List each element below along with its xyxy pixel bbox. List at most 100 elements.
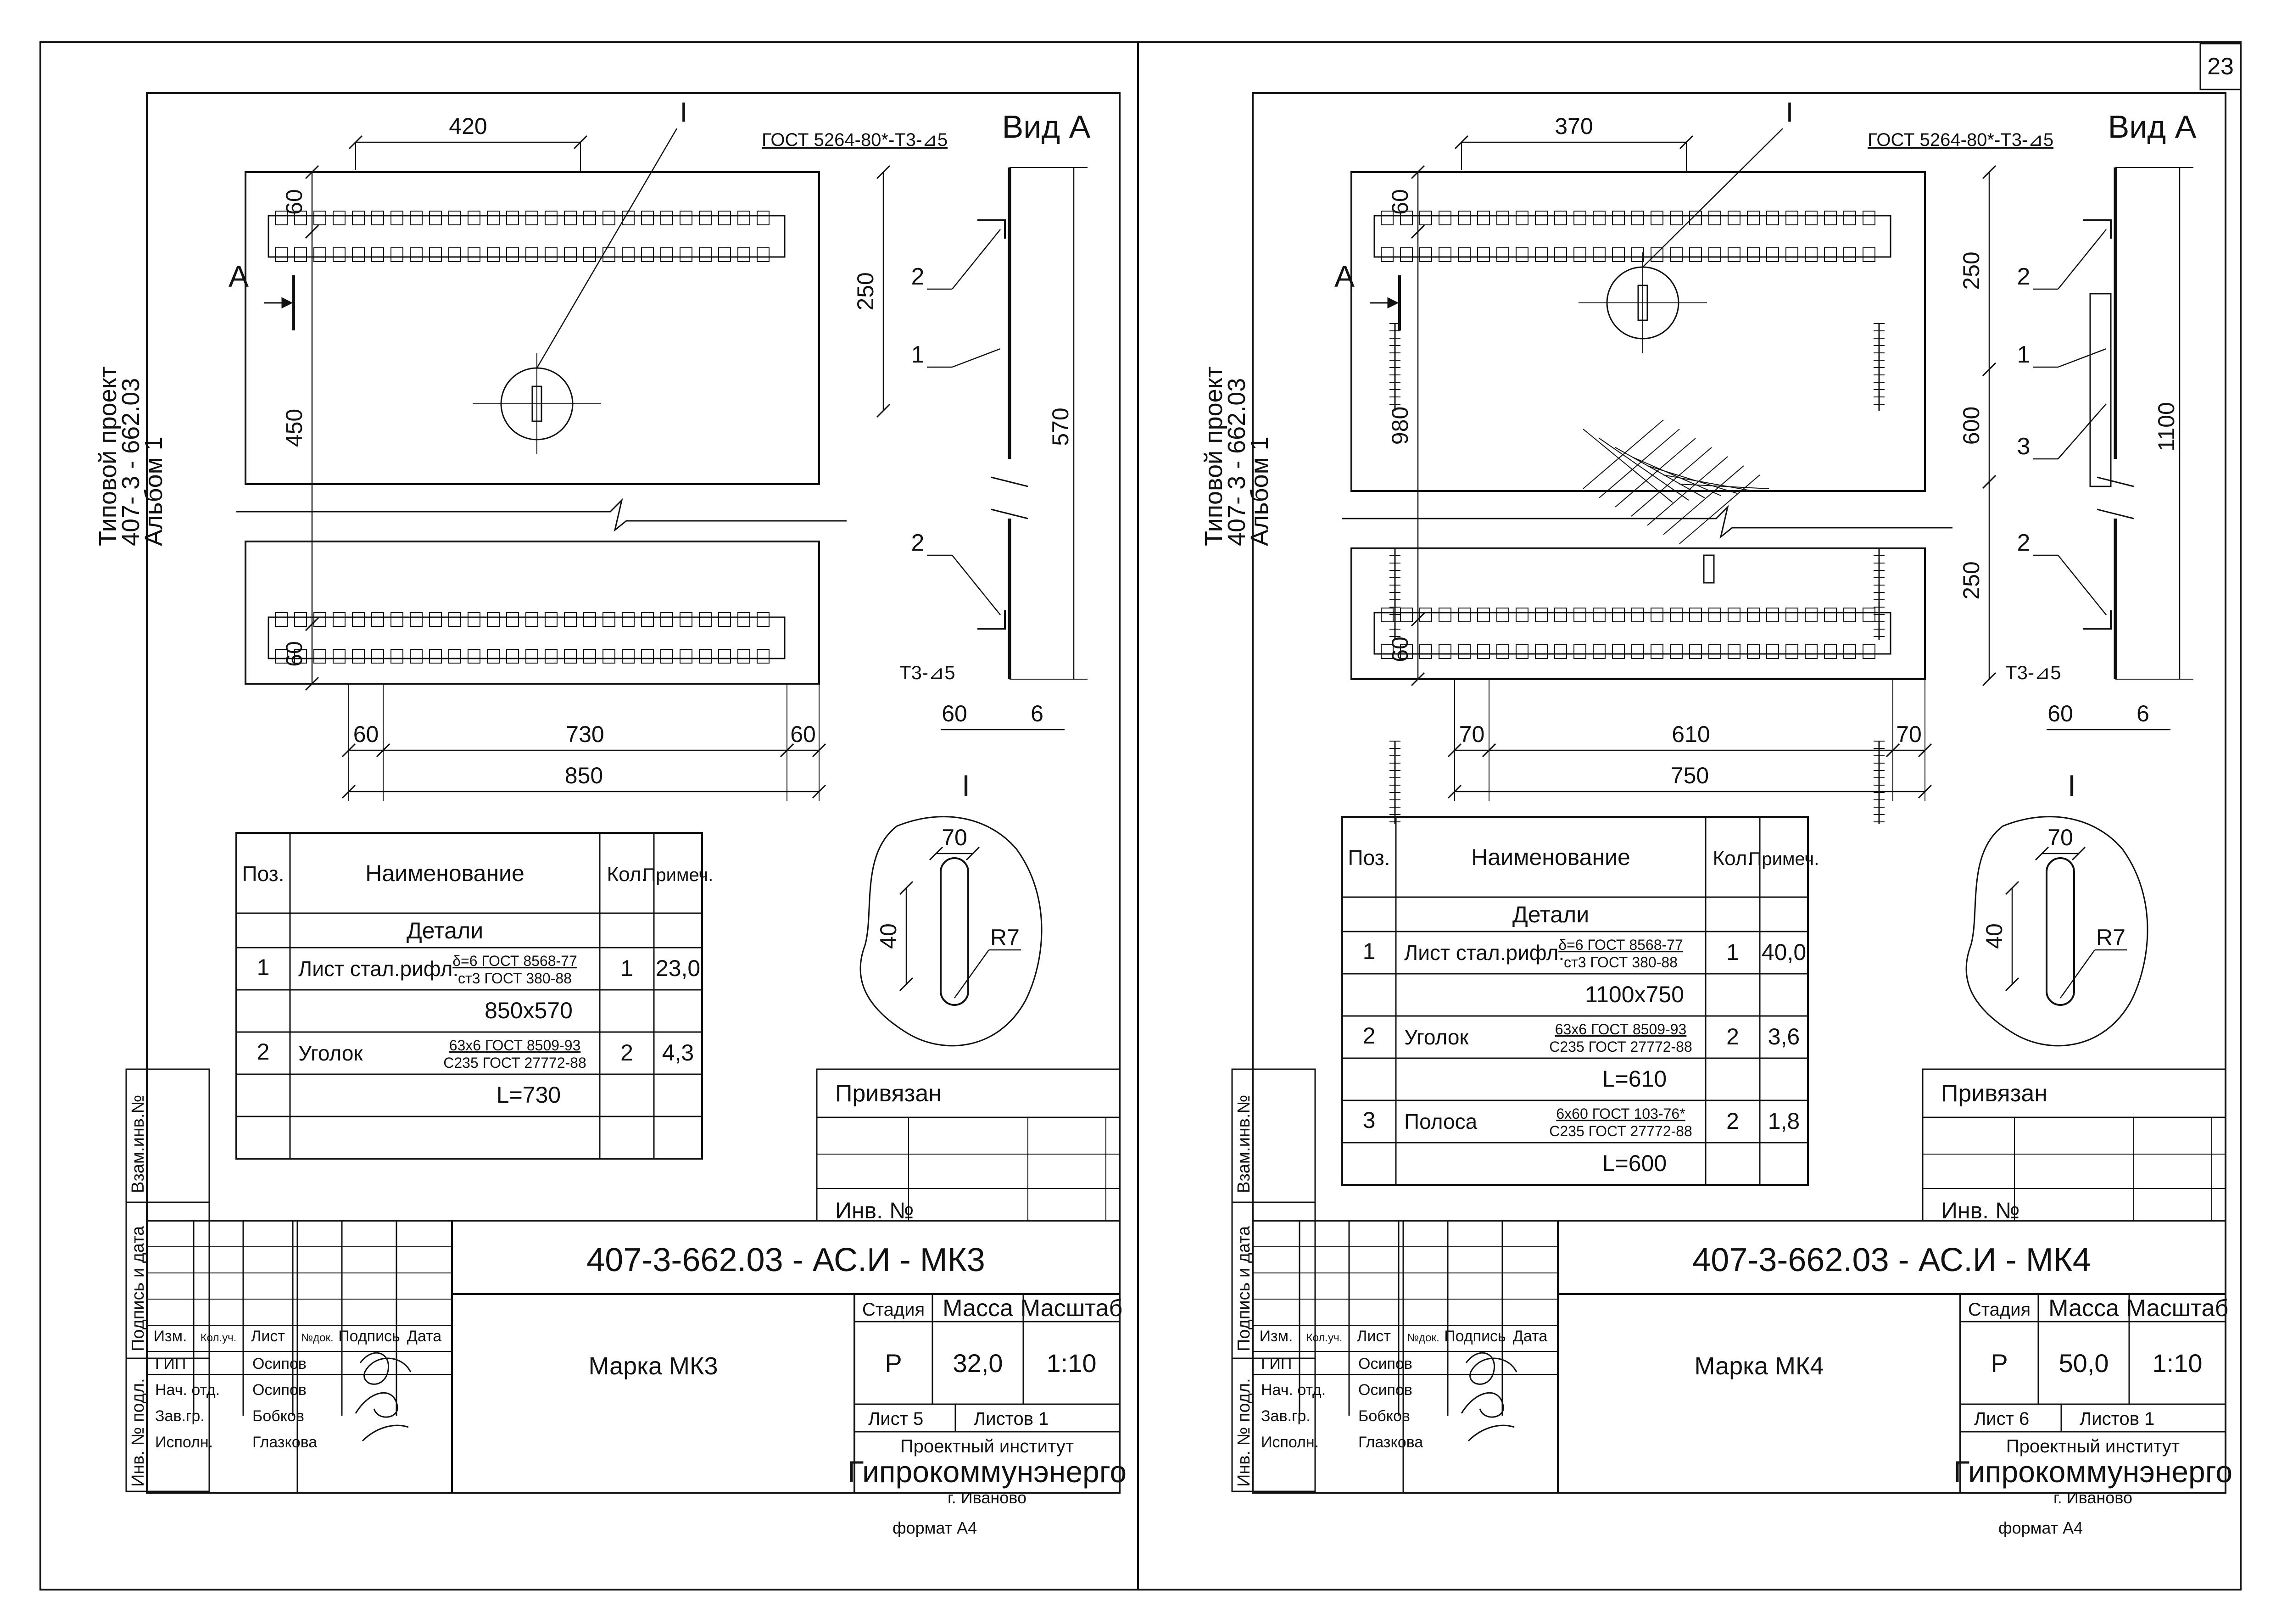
side-break bbox=[991, 476, 1028, 519]
slot bbox=[1381, 644, 1394, 659]
slot bbox=[1516, 247, 1528, 262]
org-name: Гипрокоммунэнерго bbox=[848, 1455, 1127, 1489]
slot bbox=[660, 211, 673, 225]
slot bbox=[1439, 247, 1451, 262]
spec-header-pos: Поз. bbox=[242, 862, 284, 886]
slot bbox=[583, 649, 596, 664]
slot bbox=[1708, 247, 1721, 262]
spec-standard: С235 ГОСТ 27772-88 bbox=[443, 1055, 586, 1071]
spec-standard: 6х60 ГОСТ 103-76* bbox=[1556, 1105, 1685, 1122]
slot bbox=[1689, 608, 1702, 622]
slot bbox=[680, 649, 692, 664]
slot bbox=[1381, 211, 1394, 225]
slot bbox=[1439, 608, 1451, 622]
slot bbox=[1593, 247, 1606, 262]
slot bbox=[1728, 644, 1740, 659]
slot bbox=[602, 612, 615, 627]
detail-dim-h-tick bbox=[899, 977, 914, 992]
slot bbox=[1651, 608, 1663, 622]
callout-leader bbox=[952, 229, 1001, 290]
callout-leader bbox=[2058, 229, 2107, 290]
slot bbox=[371, 612, 384, 627]
slot bbox=[525, 211, 538, 225]
slot bbox=[371, 211, 384, 225]
detail-dim-w-tick bbox=[929, 846, 943, 861]
slot bbox=[1766, 608, 1779, 622]
mass: 32,0 bbox=[953, 1349, 1003, 1378]
side-callout: 3 bbox=[2017, 433, 2031, 460]
title-header: №док. bbox=[301, 1332, 333, 1344]
slot bbox=[1419, 211, 1432, 225]
detail-dim-w: 70 bbox=[2047, 825, 2073, 850]
slot bbox=[680, 612, 692, 627]
slot bbox=[641, 247, 654, 262]
slot bbox=[1631, 608, 1644, 622]
spec-header-note: Примеч. bbox=[1749, 849, 1819, 869]
slot bbox=[622, 612, 635, 627]
leader-I bbox=[1642, 128, 1783, 268]
slot bbox=[1612, 247, 1625, 262]
slot bbox=[1419, 247, 1432, 262]
spec-name: Уголок bbox=[298, 1041, 363, 1065]
title-header: Подпись bbox=[1444, 1328, 1506, 1345]
left-strip bbox=[146, 1068, 210, 1492]
detail-radius: R7 bbox=[990, 925, 1020, 950]
section-label: А bbox=[1334, 259, 1355, 293]
detail-title: I bbox=[2068, 769, 2076, 803]
title-header: Кол.уч. bbox=[201, 1332, 237, 1344]
sheet-format: формат А4 bbox=[1998, 1518, 2083, 1537]
dim-side-total: 1100 bbox=[2153, 402, 2179, 452]
spec-size: L=600 bbox=[1602, 1150, 1667, 1176]
plate-upper bbox=[1350, 171, 1926, 492]
title-role: Нач. отд. bbox=[1261, 1381, 1326, 1399]
slot bbox=[1554, 211, 1567, 225]
slot bbox=[1573, 608, 1586, 622]
slot bbox=[641, 649, 654, 664]
title-role: ГИП bbox=[155, 1355, 186, 1373]
slot bbox=[1419, 608, 1432, 622]
title-block bbox=[146, 1220, 1121, 1494]
spec-qty: 1 bbox=[620, 955, 633, 981]
spec-size: 1100x750 bbox=[1585, 982, 1684, 1007]
slot bbox=[1612, 608, 1625, 622]
side-strip bbox=[2089, 293, 2112, 487]
dim-right-c-tick bbox=[1982, 474, 1997, 489]
slot bbox=[487, 649, 500, 664]
slot bbox=[487, 211, 500, 225]
title-header: Кол.уч. bbox=[1306, 1332, 1343, 1344]
slot bbox=[564, 612, 577, 627]
slot bbox=[1516, 608, 1528, 622]
spec-name: Лист стал.рифл. bbox=[1404, 941, 1564, 965]
slot bbox=[1496, 608, 1509, 622]
binding-title: Привязан bbox=[835, 1080, 942, 1107]
spec-header-qty: Кол. bbox=[1713, 847, 1752, 870]
detail-outline bbox=[1965, 816, 2148, 1047]
dim-left-bottom: 60 bbox=[281, 641, 307, 667]
detail-dim-w-tick bbox=[2071, 846, 2086, 861]
weld-note-bottom: Т3-⊿5 bbox=[899, 662, 955, 683]
slot bbox=[602, 649, 615, 664]
dim-left-top: 60 bbox=[281, 189, 307, 215]
slot bbox=[1747, 644, 1760, 659]
slot bbox=[1496, 247, 1509, 262]
slot bbox=[1535, 247, 1548, 262]
slot bbox=[333, 247, 346, 262]
detail-dim-w-tick bbox=[2035, 846, 2049, 861]
slot bbox=[1477, 247, 1490, 262]
slot bbox=[583, 247, 596, 262]
slot bbox=[1785, 644, 1798, 659]
title-header: Подпись bbox=[338, 1328, 400, 1345]
slot bbox=[275, 612, 288, 627]
slot bbox=[699, 612, 712, 627]
spec-section: Детали bbox=[1512, 902, 1589, 927]
slot bbox=[1458, 247, 1471, 262]
title-name: Осипов bbox=[252, 1381, 307, 1399]
slot bbox=[313, 247, 326, 262]
tread-pattern bbox=[1583, 419, 1664, 489]
spec-standard: ст3 ГОСТ 380-88 bbox=[458, 970, 572, 987]
side-angle bbox=[977, 610, 1006, 630]
left-strip-label: Инв. № подл. bbox=[1234, 1378, 1254, 1487]
dim-left-mid-tick bbox=[305, 224, 319, 239]
